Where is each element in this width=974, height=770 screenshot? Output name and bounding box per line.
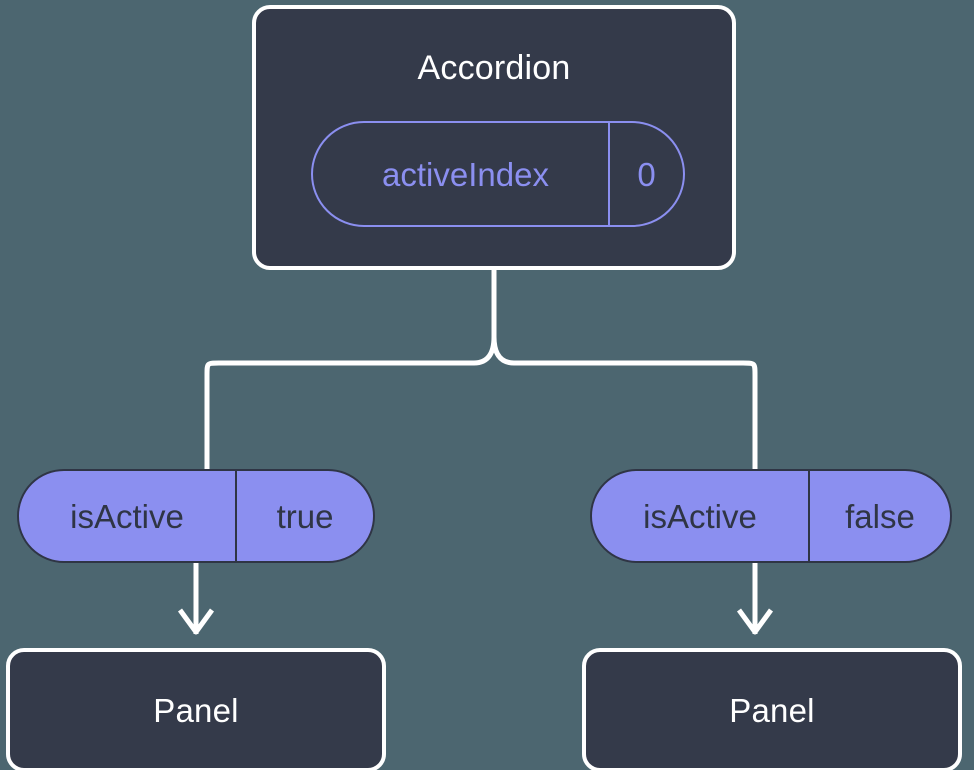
panel-title: Panel (729, 691, 815, 729)
state-chip-value: 0 (608, 123, 683, 225)
accordion-title: Accordion (417, 49, 571, 87)
branch-left-line (204, 336, 497, 471)
state-chip-activeindex[interactable]: activeIndex 0 (311, 121, 685, 227)
prop-chip-key: isActive (70, 497, 184, 535)
state-chip-key: activeIndex (382, 155, 549, 193)
prop-chip-isactive-right[interactable]: isActive false (590, 469, 952, 563)
node-panel-left[interactable]: Panel (6, 648, 386, 770)
prop-chip-isactive-left[interactable]: isActive true (17, 469, 375, 563)
prop-chip-value: false (808, 471, 950, 561)
arrow-left-head (177, 608, 215, 635)
panel-title: Panel (153, 691, 239, 729)
branch-right-line (491, 336, 758, 471)
arrow-right-head (736, 608, 774, 635)
prop-chip-value: true (235, 471, 373, 561)
prop-chip-key: isActive (643, 497, 757, 535)
node-accordion[interactable]: Accordion activeIndex 0 (252, 5, 736, 270)
node-panel-right[interactable]: Panel (582, 648, 962, 770)
